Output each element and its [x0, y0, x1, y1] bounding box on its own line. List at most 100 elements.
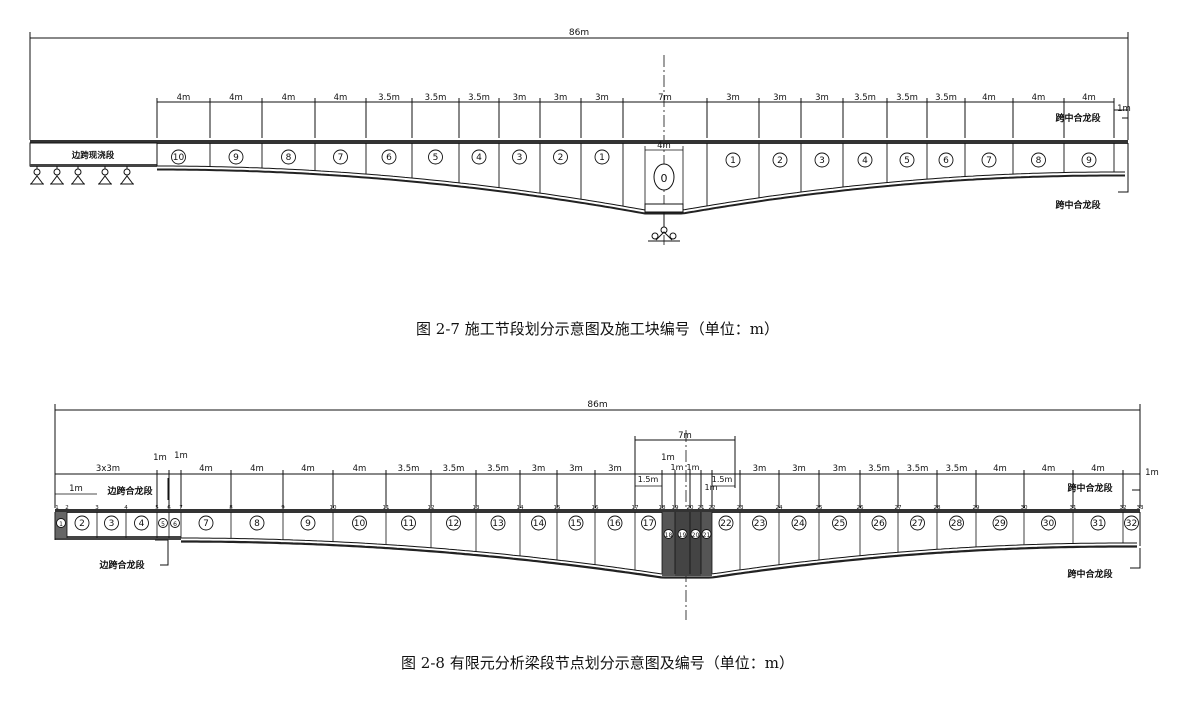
element-number-circle [1124, 515, 1139, 531]
element-number-circle [198, 515, 214, 531]
overall-length-label: 86m [569, 28, 589, 38]
left-block-number-number: 5 [433, 153, 439, 163]
side-support-legs [98, 175, 112, 185]
pier-support-legs [655, 231, 673, 241]
node-number: 6 [167, 505, 171, 511]
node-number: 27 [895, 505, 902, 511]
segment-length-label: 3m [815, 93, 829, 103]
node-number: 1 [55, 505, 59, 511]
mid-closure-bottom-label: 跨中合龙段 [1055, 199, 1101, 211]
closure-width-label: 1m [1117, 104, 1131, 114]
side-support-legs [120, 175, 134, 185]
element-number-circle [490, 515, 506, 531]
element-number-circle [663, 529, 674, 539]
node-number: 3 [95, 505, 99, 511]
left-block-number-number: 6 [386, 153, 392, 163]
element-number-circle [352, 515, 367, 531]
left-block-number-circle [512, 149, 527, 165]
right-block-number-circle [725, 152, 741, 168]
segment-length-label: 4m [1032, 93, 1046, 103]
element-number-number: 15 [570, 519, 581, 529]
right-block-number-circle [938, 152, 954, 168]
segment-length-label: 4m [301, 464, 315, 474]
element-number-number: 2 [79, 519, 85, 529]
pier-segment-inner-width-label: 4m [657, 141, 671, 151]
element-number-circle [74, 515, 90, 531]
node-number: 16 [592, 505, 599, 511]
element-number-circle [170, 518, 180, 528]
left-block-number-circle [381, 149, 397, 165]
element-number-circle [104, 515, 119, 531]
pier-1m-label-d: 1m [687, 463, 700, 472]
side-support-legs [71, 175, 85, 185]
segment-length-label: 3.5m [935, 93, 957, 103]
element-number-circle [832, 515, 847, 531]
element-number-circle [56, 518, 66, 528]
segment-length-label: 3.5m [896, 93, 918, 103]
left-block-number-circle [171, 149, 186, 165]
right-block-number-circle [1081, 152, 1097, 168]
element-number-number: 26 [873, 519, 885, 529]
node-number: 18 [659, 505, 666, 511]
element-number-circle [871, 515, 887, 531]
element-number-circle [607, 515, 623, 531]
segment-length-label: 3m [792, 464, 806, 474]
element-number-circle [690, 529, 701, 539]
segment-length-label: 3m [726, 93, 740, 103]
node-number: 5 [155, 505, 159, 511]
right-block-number-circle [857, 152, 873, 168]
node-number: 12 [428, 505, 435, 511]
node-number: 15 [554, 505, 561, 511]
element-number-number: 3 [109, 519, 115, 529]
girder-soffit-inner [157, 165, 1125, 211]
element-number-number: 31 [1092, 519, 1103, 529]
element-number-circle [791, 515, 807, 531]
node-number: 32 [1120, 505, 1127, 511]
element-number-number: 10 [354, 519, 366, 529]
element-number-circle [249, 515, 265, 531]
figure-2-8-caption: 图 2-8 有限元分析梁段节点划分示意图及编号（单位：m） [401, 654, 794, 672]
segment-length-label: 3m [753, 464, 767, 474]
node-number: 30 [1021, 505, 1028, 511]
pier-1-5m-left-label: 1.5m [638, 475, 659, 484]
mid-closure-bottom-bracket [1130, 548, 1141, 569]
right-block-number-circle [981, 152, 997, 168]
element-number-number: 13 [492, 519, 503, 529]
element-number-number: 17 [643, 519, 654, 529]
node-number: 7 [179, 505, 183, 511]
left-block-number-circle [594, 149, 610, 165]
closure-top-bracket [1122, 117, 1129, 140]
node-number: 13 [473, 505, 480, 511]
segment-length-label: 4m [993, 464, 1007, 474]
node-number: 4 [124, 505, 128, 511]
element-number-number: 30 [1043, 519, 1055, 529]
right-1m-label: 1m [1145, 468, 1159, 478]
node-number: 29 [973, 505, 980, 511]
element-number-number: 29 [994, 519, 1006, 529]
node-number: 28 [934, 505, 941, 511]
node-number: 10 [330, 505, 337, 511]
segment-length-label: 4m [353, 464, 367, 474]
segment-length-label: 3.5m [868, 464, 890, 474]
node-number: 22 [709, 505, 716, 511]
pier-1-5m-right-label: 1.5m [712, 475, 733, 484]
segment-length-label: 3m [833, 464, 847, 474]
segment-length-label: 4m [250, 464, 264, 474]
small-segment-label-b: 1m [174, 451, 188, 461]
element-number-number: 14 [533, 519, 545, 529]
segment-length-label: 3.5m [398, 464, 420, 474]
mid-closure-bottom-label: 跨中合龙段 [1067, 568, 1113, 580]
left-block-number-number: 1 [599, 153, 605, 163]
mid-closure-top-bracket [1132, 489, 1141, 508]
segment-length-label: 4m [1042, 464, 1056, 474]
element-number-number: 23 [754, 519, 765, 529]
pier-1m-mid-label: 1m [661, 453, 675, 463]
left-block-number-circle [471, 149, 487, 165]
element-number-number: 4 [139, 519, 145, 529]
pier-1m-lower-label: 1m [705, 483, 718, 492]
node-number: 21 [698, 505, 705, 511]
segment-length-label: 3m [513, 93, 527, 103]
element-number-number: 5 [161, 521, 165, 528]
element-number-circle [910, 515, 925, 531]
element-number-number: 8 [254, 519, 260, 529]
